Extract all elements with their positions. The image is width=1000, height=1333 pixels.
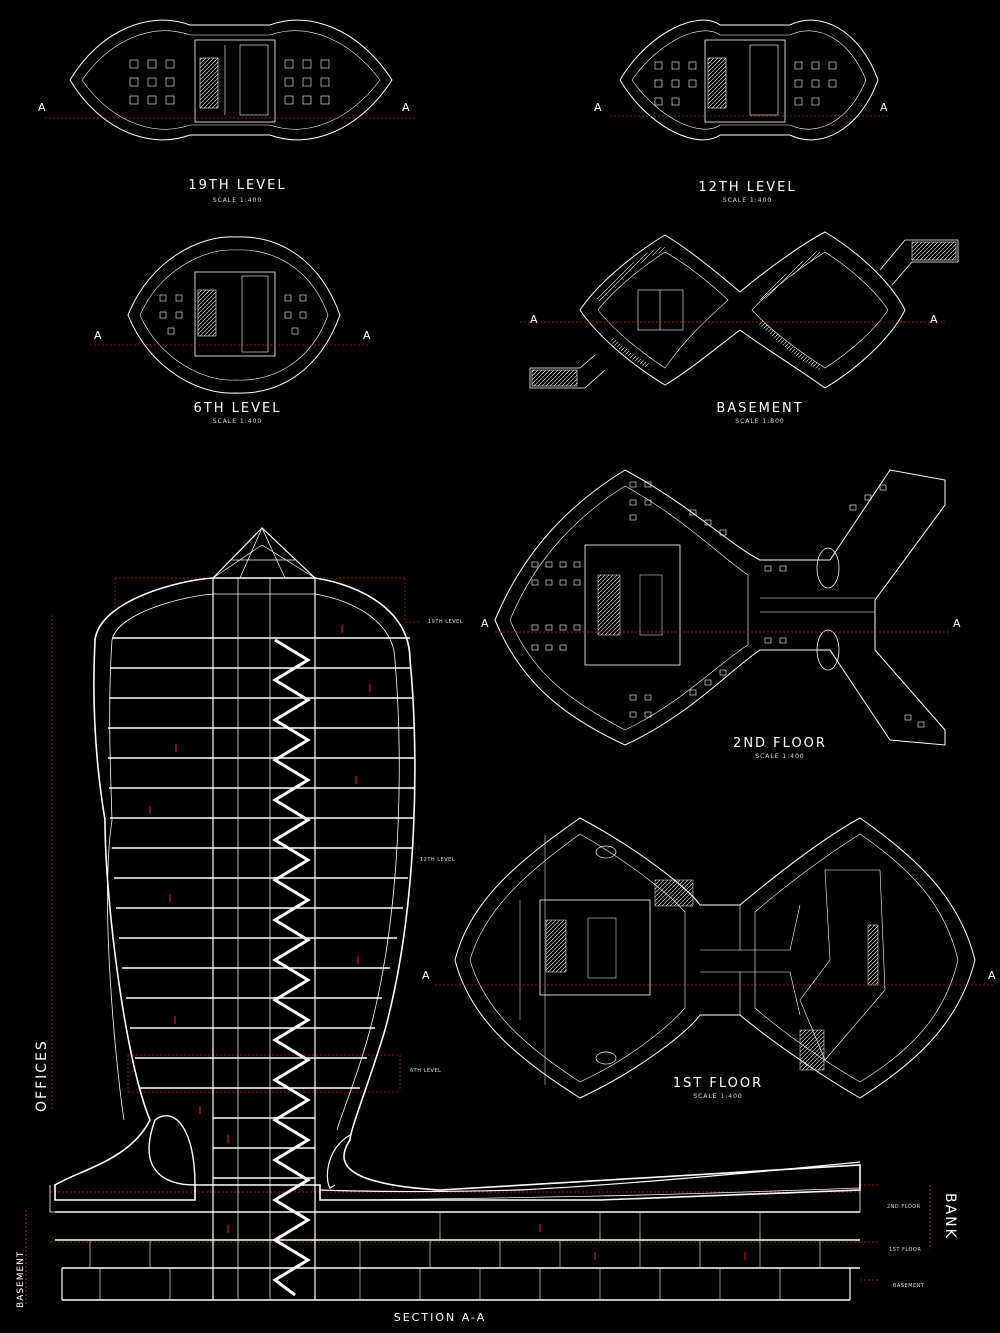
section-label-bank: BANK — [942, 1193, 958, 1240]
axis-marker: A — [481, 617, 489, 630]
plan-6th-level — [90, 236, 370, 394]
plan-title-12th: 12TH LEVEL — [698, 180, 797, 195]
section-level-6th: 6TH LEVEL — [410, 1068, 442, 1074]
section-level-19th: 19TH LEVEL — [428, 619, 464, 625]
plan-title-6th: 6TH LEVEL — [193, 401, 282, 416]
section-level-2nd-floor: 2ND FLOOR — [887, 1204, 921, 1210]
axis-marker: A — [988, 969, 996, 982]
plan-title-1st-floor: 1ST FLOOR — [672, 1076, 764, 1091]
axis-marker: A — [422, 969, 430, 982]
axis-marker: A — [594, 101, 602, 114]
plan-title-2nd-floor: 2ND FLOOR — [733, 736, 827, 751]
plan-scale-12th: SCALE 1:400 — [722, 197, 773, 204]
plan-12th-level — [610, 19, 890, 141]
section-level-basement: BASEMENT — [893, 1283, 925, 1289]
plan-scale-6th: SCALE 1:400 — [212, 418, 263, 425]
plan-19th-level — [45, 19, 415, 141]
plan-scale-19th: SCALE 1:400 — [212, 197, 263, 204]
axis-marker: A — [530, 313, 538, 326]
plan-2nd-floor — [494, 469, 950, 746]
axis-marker: A — [363, 329, 371, 342]
plan-1st-floor — [435, 817, 995, 1099]
axis-marker: A — [930, 313, 938, 326]
section-label-basement: BASEMENT — [16, 1250, 26, 1308]
axis-marker: A — [402, 101, 410, 114]
section-title: SECTION A-A — [393, 1311, 487, 1324]
plan-scale-1st-floor: SCALE 1:400 — [693, 1093, 743, 1100]
axis-marker: A — [880, 101, 888, 114]
section-label-offices: OFFICES — [34, 1039, 50, 1112]
axis-marker: A — [38, 101, 46, 114]
section-a-a — [25, 527, 931, 1305]
plan-scale-basement: SCALE 1:800 — [735, 418, 785, 425]
axis-marker: A — [94, 329, 102, 342]
axis-marker: A — [953, 617, 961, 630]
plan-title-basement: BASEMENT — [716, 401, 804, 416]
section-level-1st-floor: 1ST FLOOR — [889, 1247, 922, 1253]
section-level-12th: 12TH LEVEL — [420, 857, 456, 863]
plan-title-19th: 19TH LEVEL — [188, 178, 287, 193]
plan-scale-2nd-floor: SCALE 1:400 — [755, 753, 805, 760]
plan-basement — [520, 231, 959, 389]
